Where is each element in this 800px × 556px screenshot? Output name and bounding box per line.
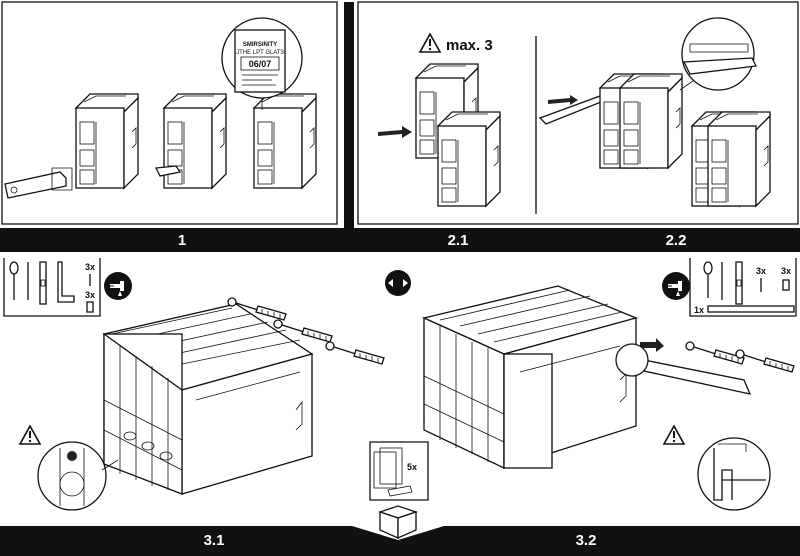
step-3-1-label: 3.1: [204, 532, 225, 549]
warning-icon: [663, 425, 685, 445]
panel-step-3-2: 3x 3x 1x: [421, 258, 797, 511]
wall-anchor: [685, 341, 745, 365]
warning-icon: [419, 33, 441, 53]
label-date: 06/07: [249, 59, 272, 69]
step-2-2-label: 2.2: [666, 232, 687, 249]
units-count: 5x: [407, 462, 417, 472]
units-box: [369, 441, 429, 501]
wall-anchor: [325, 341, 385, 365]
panel-step-3-1: 3x 3x: [3, 258, 385, 511]
shelf-stack-right: [421, 285, 639, 470]
tools-right-qty-screws: 3x: [756, 266, 766, 276]
swap-arrows-icon: [385, 270, 411, 296]
wall-anchor: [735, 349, 795, 373]
max-stack-warning: max. 3: [446, 37, 493, 54]
drill-icon: [103, 271, 133, 301]
screwdriver-icon: [9, 261, 19, 300]
tools-left-qty-bottom: 3x: [85, 290, 95, 300]
box-icon: [377, 505, 419, 540]
label-brand: SMIRSINITY: [243, 42, 277, 48]
tools-right-qty-rail: 1x: [694, 305, 704, 315]
label-sub: JTHE LPT GLAT3: [236, 50, 284, 56]
step-band-top: [0, 228, 800, 252]
drill-icon: [661, 271, 691, 301]
step-3-2-label: 3.2: [576, 532, 597, 549]
tools-left-qty-top: 3x: [85, 262, 95, 272]
tools-right-qty-plugs: 3x: [781, 266, 791, 276]
panel-step-1: SMIRSINITY JTHE LPT GLAT3 06/07: [1, 1, 338, 225]
divider: [344, 2, 354, 228]
warning-icon: [19, 425, 41, 445]
step-2-1-label: 2.1: [448, 232, 469, 249]
level-icon: [39, 261, 47, 305]
screwdriver-icon: [703, 261, 713, 298]
level-icon: [735, 261, 743, 305]
panel-step-2: max. 3: [357, 1, 799, 225]
center-column: 5x: [369, 270, 429, 540]
step-band-bottom: [0, 526, 800, 556]
step-1-label: 1: [178, 232, 186, 249]
shelf-stack-left: [102, 303, 314, 495]
